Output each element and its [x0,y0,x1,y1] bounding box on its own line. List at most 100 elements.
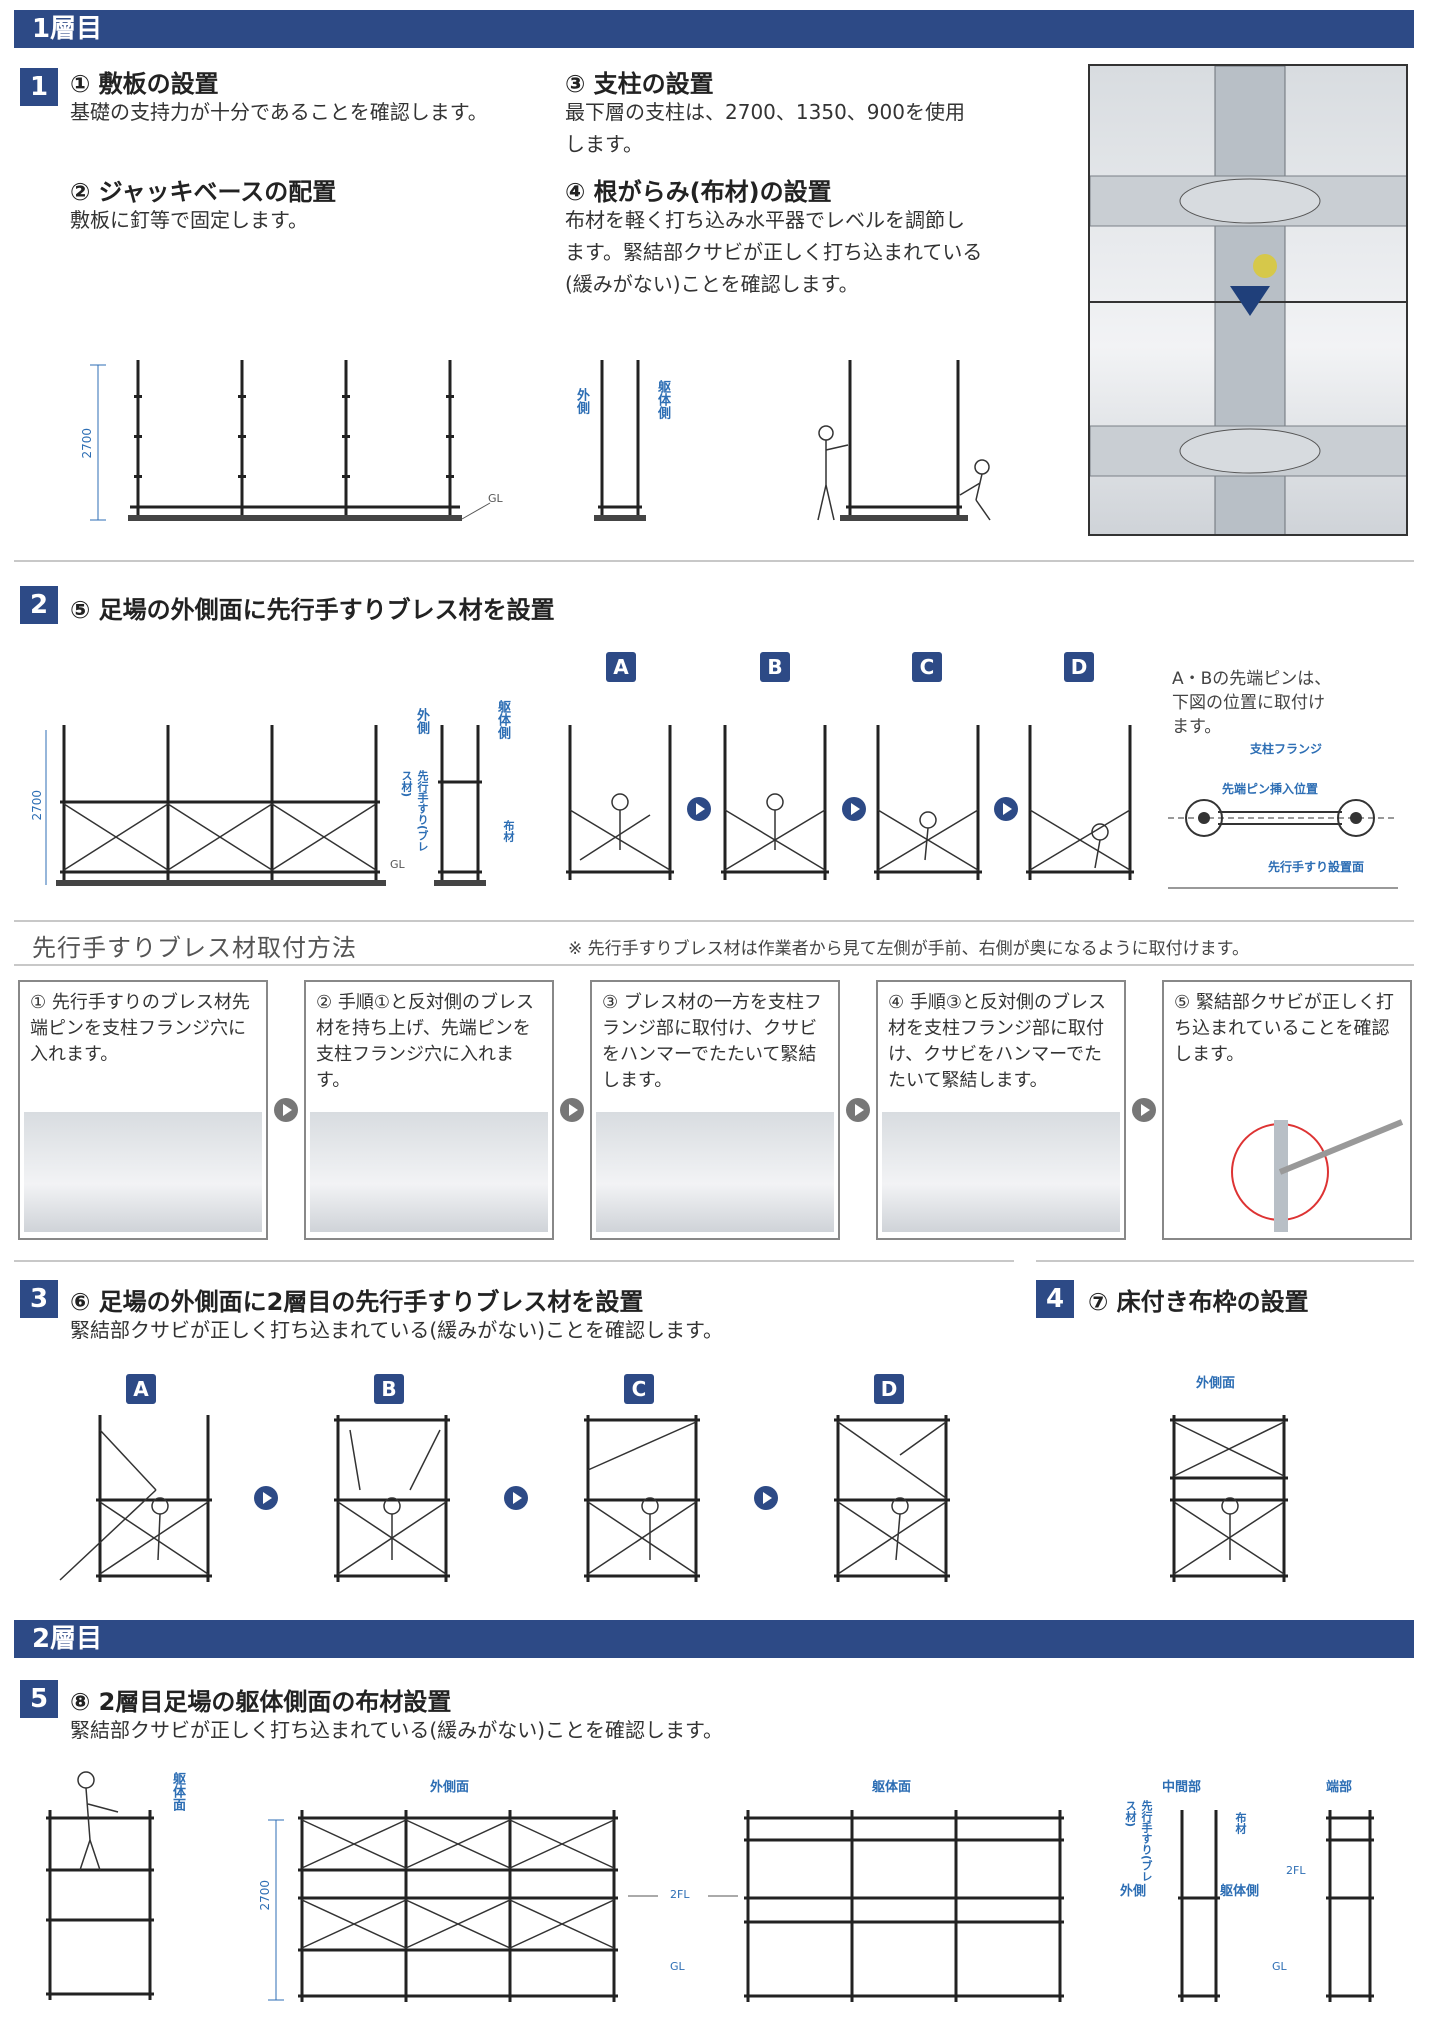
s2-brace-label: 先行手すり(ブレス材) [400,770,429,853]
step1-text: 基礎の支持力が十分であることを確認します。 [70,100,488,124]
method-title: 先行手すりブレス材取付方法 [32,934,357,962]
section4-title: ⑦ 床付き布枠の設置 [1088,1288,1309,1316]
s2-side-view [434,725,486,886]
s5-outer-face-label: 外側面 [430,1780,470,1795]
s3-steps-drawing [59,1415,950,1582]
s2-plane-label: 先行手すり設置面 [1268,860,1365,874]
s5-middle-label: 中間部 [1162,1780,1202,1795]
s2-frame-elevation [45,725,386,886]
s2-arrow-2 [842,797,866,821]
s5-2fl-label-2: 2FL [1286,1864,1306,1877]
step4-title: ④ 根がらみ(布材)の設置 [565,178,832,206]
divider-method-top [14,920,1414,922]
s2-nuno-label: 布材 [502,820,515,842]
section-number-4: 4 [1036,1280,1074,1318]
section3-text: 緊結部クサビが正しく打ち込まれている(緩みがない)ことを確認します。 [70,1318,724,1342]
step4-text-1: 布材を軽く打ち込み水平器でレベルを調節し [565,208,965,232]
divider-method-bottom [14,964,1414,966]
method-arrow-3 [846,1098,870,1122]
method-photo-3 [596,1112,834,1232]
method-box-3-text: ③ ブレス材の一方を支柱フランジ部に取付け、クサビをハンマーでたたいて緊結します… [602,992,822,1091]
s5-middle-end-drawing [1178,1810,1374,2002]
s2-gl-label: GL [390,858,405,871]
s2-pin-label: 先端ピン挿入位置 [1222,782,1319,796]
s2-step-b-tag: B [760,652,790,682]
s1-outer-label: 外側 [574,388,589,414]
s5-gl-label-2: GL [1272,1960,1287,1973]
method-arrow-2 [560,1098,584,1122]
s5-body-side-label: 躯体側 [1220,1884,1260,1899]
joint-photo [1088,64,1408,536]
method-box-3: ③ ブレス材の一方を支柱フランジ部に取付け、クサビをハンマーでたたいて緊結します… [590,980,840,1240]
method-photo-2 [310,1112,548,1232]
method-photo-1 [24,1112,262,1232]
s3-arrow-3 [754,1486,778,1510]
s5-outer-label: 外側 [1120,1884,1147,1899]
s3-step-c-tag: C [624,1374,654,1404]
section5-text: 緊結部クサビが正しく打ち込まれている(緩みがない)ことを確認します。 [70,1718,724,1742]
s5-gl-label: GL [670,1960,685,1973]
floor1-header: 1層目 [14,10,1414,48]
method-box-1-text: ① 先行手すりのブレス材先端ピンを支柱フランジ穴に入れます。 [30,992,250,1065]
section3-title: ⑥ 足場の外側面に2層目の先行手すりブレス材を設置 [70,1288,644,1316]
section5-title: ⑧ 2層目足場の躯体側面の布材設置 [70,1688,452,1716]
step3-text-1: 最下層の支柱は、2700、1350、900を使用 [565,100,965,124]
s1-body-label: 躯体側 [655,380,670,419]
method-box-5-text: ⑤ 緊結部クサビが正しく打ち込まれていることを確認します。 [1174,992,1394,1065]
s2-body-label: 躯体側 [495,700,510,739]
s2-outer-label: 外側 [414,708,429,734]
s5-body-face2-label: 躯体面 [872,1780,912,1795]
s1-workers-view [817,360,991,521]
section-number-5: 5 [20,1680,58,1718]
section-number-2: 2 [20,586,58,624]
method-box-5: ⑤ 緊結部クサビが正しく打ち込まれていることを確認します。 [1162,980,1412,1240]
method-box-4-text: ④ 手順③と反対側のブレス材を支柱フランジ部に取付け、クサビをハンマーでたたいて… [888,992,1106,1091]
floor2-header: 2層目 [14,1620,1414,1658]
step2-title: ② ジャッキベースの配置 [70,178,337,206]
step4-text-3: (緩みがない)ことを確認します。 [565,272,859,296]
s3-step-d-tag: D [874,1374,904,1404]
divider-4 [1036,1260,1414,1262]
s5-2fl-label: 2FL [670,1888,690,1901]
section2-title: ⑤ 足場の外側面に先行手すりブレス材を設置 [70,596,555,624]
s3-arrow-2 [504,1486,528,1510]
method-note: ※ 先行手すりブレス材は作業者から見て左側が手前、右側が奥になるように取付けます… [568,939,1249,959]
section-number-1: 1 [20,68,58,106]
joint-photo-drawing [1090,66,1406,534]
s3-arrow-1 [254,1486,278,1510]
s5-worker-side-view [46,1771,154,2000]
method-arrow-1 [274,1098,298,1122]
s2-step-d-tag: D [1064,652,1094,682]
divider-1 [14,560,1414,562]
s2-pin-diagram [1168,799,1398,889]
s2-arrow-1 [687,797,711,821]
s3-step-b-tag: B [374,1374,404,1404]
step2-text: 敷板に釘等で固定します。 [70,208,308,232]
s4-outer-face-label: 外側面 [1196,1376,1236,1391]
method-arrow-4 [1132,1098,1156,1122]
s4-frame-drawing [1170,1415,1288,1582]
s1-side-view [594,360,646,521]
s5-body-face-label: 躯体面 [170,1772,185,1811]
method-photo-4 [882,1112,1120,1232]
s1-gl-label: GL [488,492,503,505]
method-box-4: ④ 手順③と反対側のブレス材を支柱フランジ部に取付け、クサビをハンマーでたたいて… [876,980,1126,1240]
divider-3 [14,1260,1014,1262]
s5-nuno-label: 布材 [1234,1812,1247,1834]
s2-step-c-tag: C [912,652,942,682]
method-box-1: ① 先行手すりのブレス材先端ピンを支柱フランジ穴に入れます。 [18,980,268,1240]
s2-steps-drawing [566,725,1134,880]
method-box-2: ② 手順①と反対側のブレス材を持ち上げ、先端ピンを支柱フランジ穴に入れます。 [304,980,554,1240]
s1-frame-elevation [90,360,491,521]
step4-text-2: ます。緊結部クサビが正しく打ち込まれている [565,240,983,264]
method-box-2-text: ② 手順①と反対側のブレス材を持ち上げ、先端ピンを支柱フランジ穴に入れます。 [316,992,534,1091]
s2-note-line-2: 下図の位置に取付け [1172,693,1325,713]
method-check-circle [1231,1119,1404,1232]
step3-text-2: します。 [565,132,643,156]
s2-note-line-1: A・Bの先端ピンは、 [1172,669,1332,689]
section-number-3: 3 [20,1280,58,1318]
s2-arrow-3 [994,797,1018,821]
step3-title: ③ 支柱の設置 [565,70,714,98]
s3-step-a-tag: A [126,1374,156,1404]
s2-note-line-3: ます。 [1172,717,1222,737]
